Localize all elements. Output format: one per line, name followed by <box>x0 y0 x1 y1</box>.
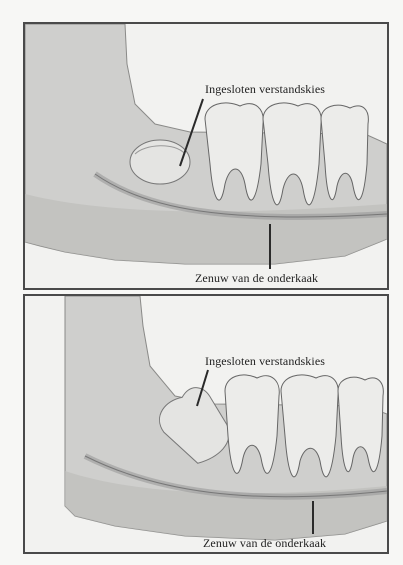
panel-bottom: Ingesloten verstandskies Zenuw van de on… <box>23 294 389 554</box>
tooth-label: Ingesloten verstandskies <box>205 354 325 369</box>
tooth-label: Ingesloten verstandskies <box>205 82 325 97</box>
jaw-illustration-bottom <box>25 296 387 552</box>
nerve-label: Zenuw van de onderkaak <box>203 536 326 551</box>
nerve-label: Zenuw van de onderkaak <box>195 271 318 286</box>
panel-top: Ingesloten verstandskies Zenuw van de on… <box>23 22 389 290</box>
jaw-illustration-top <box>25 24 387 288</box>
